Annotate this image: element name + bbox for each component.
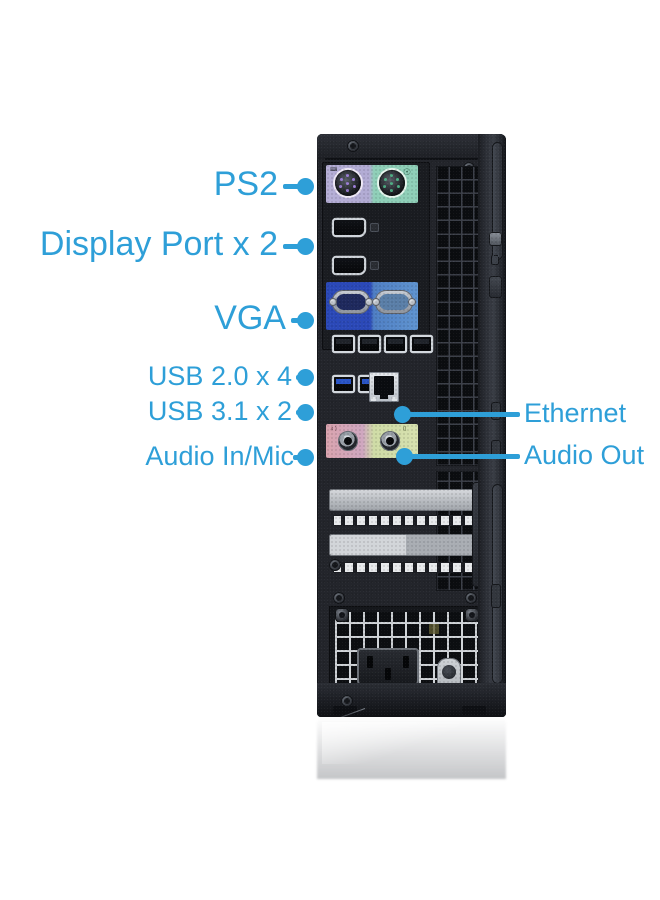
usb-2-0-label-icon: ←→ <box>336 354 346 360</box>
displayport-1-icon <box>370 223 379 232</box>
chassis-top-seam <box>325 158 481 160</box>
ethernet-port <box>369 372 399 402</box>
callout-dot-usb20 <box>297 369 314 386</box>
callout-dot-ethernet <box>394 406 411 423</box>
chassis-screw <box>329 559 341 571</box>
vga-port <box>329 290 373 314</box>
callout-leader-audio-out <box>398 454 520 459</box>
callout-label-ethernet: Ethernet <box>524 398 627 428</box>
pci-slot-vent <box>333 515 475 526</box>
ps2-keyboard-port <box>335 170 361 196</box>
callout-label-displayport: Display Port x 2 <box>39 225 278 263</box>
ps2-keyboard-icon: ⌨ <box>330 167 338 173</box>
callout-dot-ps2 <box>297 178 314 195</box>
callout-leader-ethernet <box>396 412 520 417</box>
chassis-screw <box>341 695 353 707</box>
chassis-clip <box>491 584 501 608</box>
displayport-2-icon <box>370 261 379 270</box>
chassis-side-panel-edge <box>478 134 506 717</box>
audio-out-icon: (( <box>403 426 407 432</box>
usb-2-0-port <box>360 337 379 351</box>
audio-in-icon: ♬) <box>330 426 337 432</box>
usb-2-0-port <box>386 337 405 351</box>
callout-label-ps2: PS2 <box>213 165 278 203</box>
side-panel-rail <box>492 142 503 260</box>
callout-label-audio-out: Audio Out <box>524 440 645 470</box>
chassis-screw <box>465 592 477 604</box>
chassis-foot <box>333 706 357 715</box>
padlock-ring-icon <box>491 252 499 265</box>
floor-sheen <box>322 722 472 764</box>
side-panel-release-latch[interactable] <box>489 232 502 246</box>
psu-self-test-button[interactable] <box>442 665 456 679</box>
usb-2-0-label-icon: ←→ <box>362 354 372 360</box>
chassis-foot <box>462 706 486 715</box>
pci-slot-cover <box>329 489 477 511</box>
chassis-screw <box>333 592 345 604</box>
callout-label-usb20: USB 2.0 x 4 <box>147 361 292 391</box>
callout-dot-displayport <box>297 238 314 255</box>
usb-2-0-label-icon: ←→ <box>414 354 424 360</box>
pci-slot-vent <box>333 562 475 573</box>
serial-port <box>372 290 416 314</box>
displayport-1 <box>334 220 364 235</box>
chassis-screw <box>347 140 359 152</box>
callout-label-vga: VGA <box>214 299 286 337</box>
callout-dot-audio-in <box>297 449 314 466</box>
security-cable-slot <box>489 276 502 298</box>
usb-2-0-label-icon: ←→ <box>388 354 398 360</box>
usb-2-0-port <box>412 337 431 351</box>
ps2-mouse-port <box>379 170 405 196</box>
ps2-mouse-icon: ☉ <box>403 167 412 177</box>
callout-leader-displayport <box>283 244 310 249</box>
displayport-2 <box>334 258 364 273</box>
usb-3-1-port <box>334 377 353 391</box>
callout-dot-usb31 <box>297 404 314 421</box>
chassis-clip <box>491 440 501 458</box>
audio-in-mic-jack <box>338 431 358 451</box>
callout-dot-audio-out <box>396 448 413 465</box>
callout-label-audio-in: Audio In/Mic <box>145 441 294 471</box>
audio-out-jack <box>380 431 400 451</box>
psu-screw <box>335 608 349 622</box>
chassis-clip <box>491 402 501 420</box>
callout-dot-vga <box>297 312 314 329</box>
pc-chassis-rear: ⌨ ☉ <box>317 134 506 717</box>
pci-slot-cover <box>329 534 477 556</box>
usb-3-1-label-icon: SS←→ <box>335 396 352 402</box>
usb-2-0-port <box>334 337 353 351</box>
psu-screw <box>465 608 479 622</box>
callout-leader-ps2 <box>283 184 310 189</box>
callout-label-usb31: USB 3.1 x 2 <box>147 396 292 426</box>
